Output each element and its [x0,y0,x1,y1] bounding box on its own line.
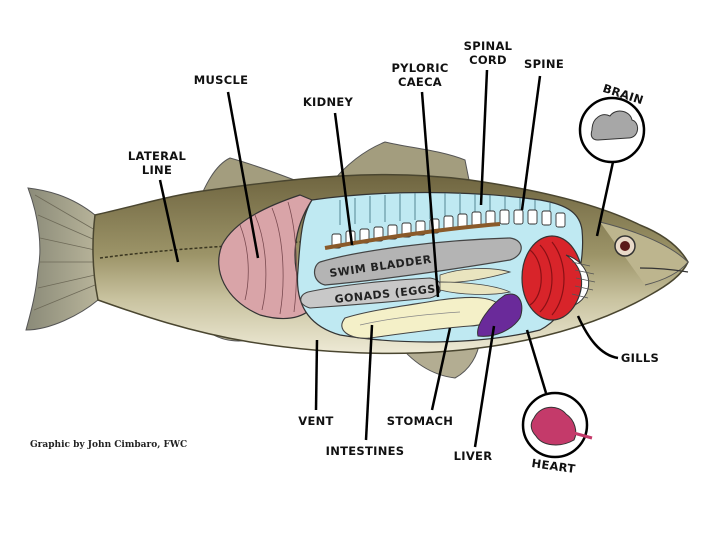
pyloric-caeca-label-2: CAECA [398,75,442,89]
lateral-line-label-2: LINE [142,163,172,177]
kidney-label: KIDNEY [303,95,354,109]
spinal-cord-label-2: CORD [469,53,507,67]
muscle-label: MUSCLE [194,73,249,87]
spine-label: SPINE [524,57,564,71]
spinal-cord-label-1: SPINAL [464,39,513,53]
gills-label: GILLS [621,351,659,365]
lateral-line-label-1: LATERAL [128,149,187,163]
heart-label: HEART [531,456,577,476]
credit-text: Graphic by John Cimbaro, FWC [30,440,187,450]
tail-fin [26,188,98,330]
pyloric-caeca-label-1: PYLORIC [391,61,448,75]
heart-inset: HEART [523,393,592,476]
stomach-label: STOMACH [387,414,453,428]
intestines-label: INTESTINES [326,444,405,458]
vent-label: VENT [298,414,333,428]
brain-inset: BRAIN [580,81,645,162]
liver-label: LIVER [454,449,493,463]
